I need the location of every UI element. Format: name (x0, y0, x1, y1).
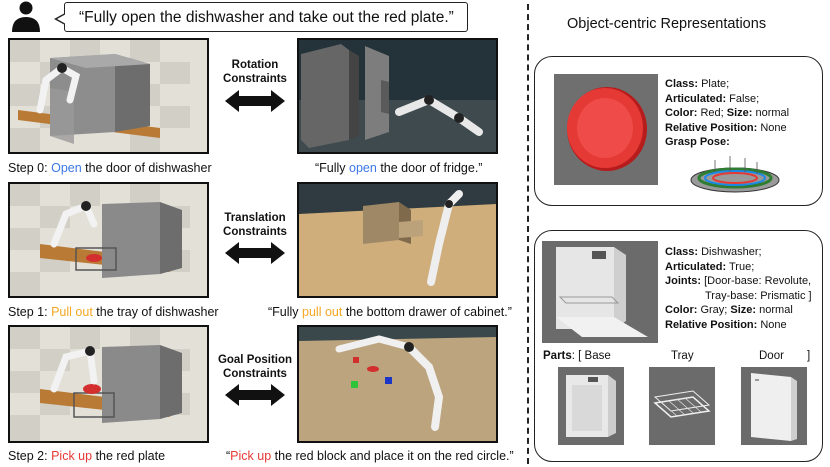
part-door-render (741, 367, 807, 445)
analogy-0-caption: “Fully open the door of fridge.” (315, 161, 483, 175)
step-1-caption: Step 1: Pull out the tray of dishwasher (8, 305, 219, 319)
dishwasher-relative-position: Relative Position: None (665, 318, 787, 331)
rotation-constraints-label: Rotation Constraints (223, 59, 287, 85)
translation-constraints-label: Translation Constraints (223, 212, 287, 238)
double-arrow-icon (225, 384, 285, 411)
part-door-label: Door (759, 350, 784, 362)
plate-grasp-pose: Grasp Pose: (665, 136, 730, 148)
scene-fridge-open-door (297, 38, 498, 154)
dishwasher-attributes: Class: Dishwasher; Articulated: True; Jo… (665, 245, 812, 332)
dishwasher-class: Class: Dishwasher; (665, 246, 762, 258)
plate-relative-position: Relative Position: None (665, 121, 787, 134)
double-arrow-icon (225, 90, 285, 117)
scene-cabinet-pull-drawer (297, 182, 498, 298)
section-divider (527, 4, 529, 464)
analogy-1-caption: “Fully pull out the bottom drawer of cab… (268, 305, 512, 319)
step-2-caption: Step 2: Pick up the red plate (8, 449, 166, 463)
step-0-caption: Step 0: Open the door of dishwasher (8, 161, 212, 175)
scene-dishwasher-open-door (8, 38, 209, 154)
double-arrow-icon (225, 242, 285, 269)
dishwasher-joints: Joints: [Door-base: Revolute, (665, 275, 812, 287)
part-base-render (558, 367, 624, 445)
plate-representation-panel: Class: Plate; Articulated: False; Color:… (534, 56, 823, 206)
analogy-2-caption: “Pick up the red block and place it on t… (226, 449, 514, 463)
parts-label: Parts: [ Base (543, 350, 611, 362)
dishwasher-representation-panel: Class: Dishwasher; Articulated: True; Jo… (534, 230, 823, 462)
dishwasher-color-size: Color: Gray; Size: normal (665, 304, 793, 316)
grasp-pose-render (685, 152, 785, 196)
plate-class: Class: Plate; (665, 78, 730, 90)
dishwasher-render (542, 241, 658, 343)
scene-dishwasher-pull-tray (8, 182, 209, 298)
goal-position-constraints-label: Goal Position Constraints (217, 354, 293, 380)
parts-close-bracket: ] (807, 350, 811, 362)
plate-articulated: Articulated: False; (665, 92, 760, 105)
dishwasher-joints-cont: Tray-base: Prismatic ] (705, 289, 812, 302)
scene-dishwasher-pick-plate (8, 325, 209, 443)
instruction-text: “Fully open the dishwasher and take out … (79, 9, 454, 26)
part-tray-label: Tray (671, 350, 694, 362)
plate-render (554, 74, 658, 185)
object-centric-title: Object-centric Representations (567, 16, 767, 32)
scene-block-pick-place (297, 325, 498, 443)
part-tray-render (649, 367, 715, 445)
person-icon (8, 0, 44, 32)
instruction-bubble: “Fully open the dishwasher and take out … (54, 2, 468, 32)
dishwasher-articulated: Articulated: True; (665, 260, 755, 273)
plate-attributes: Class: Plate; Articulated: False; Color:… (665, 77, 789, 150)
plate-color-size: Color: Red; Size: normal (665, 107, 790, 119)
